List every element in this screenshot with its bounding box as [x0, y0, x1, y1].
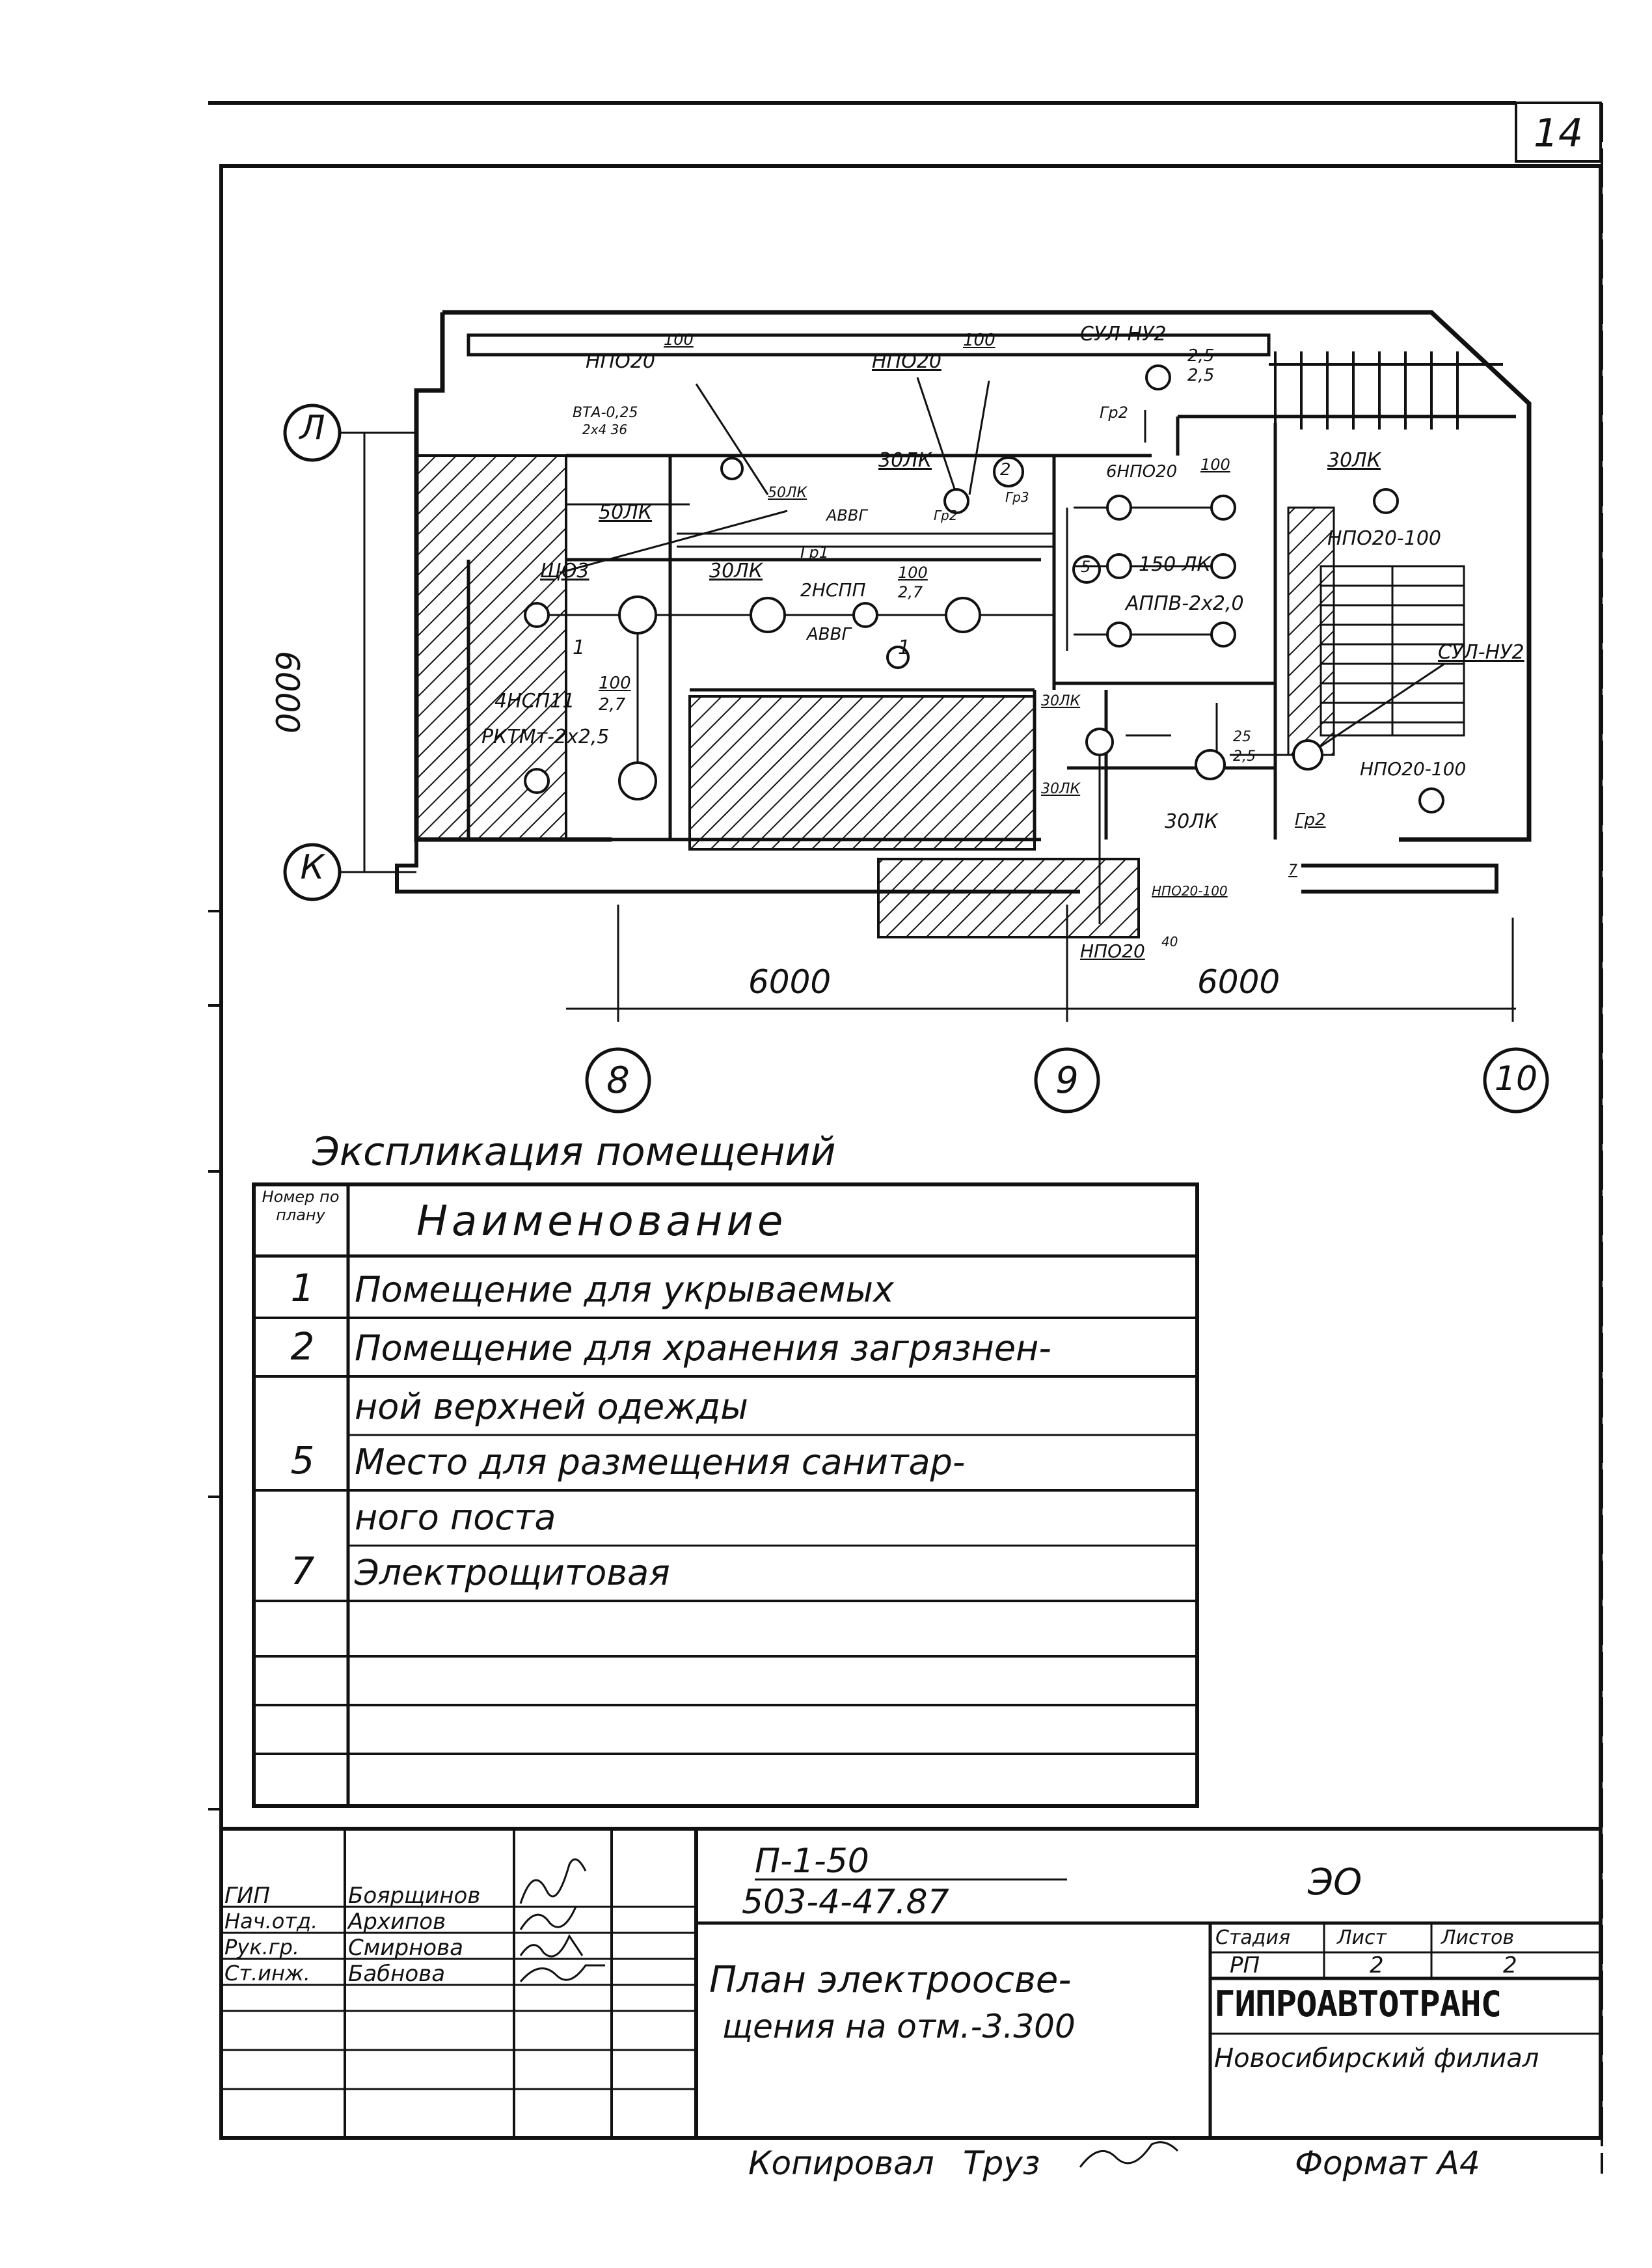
- row-name: ного поста: [355, 1497, 556, 1538]
- label-npo-a-frac: 100: [664, 331, 694, 349]
- role-head-dept: Нач.отд.: [224, 1909, 318, 1933]
- column-header-number: Номер по плану: [262, 1188, 340, 1224]
- label-chnsp: 4НСП11: [494, 690, 575, 713]
- copied-by-signature: Труз: [963, 2144, 1040, 2182]
- axis-label-9: 9: [1055, 1059, 1079, 1102]
- label-room-7: 7: [1288, 862, 1297, 879]
- label-room-2: 2: [1000, 460, 1011, 480]
- axis-label-10: 10: [1494, 1059, 1538, 1099]
- sheets-header: Листов: [1441, 1926, 1515, 1949]
- dimension-span-9-10: 6000: [1197, 963, 1280, 1001]
- label-avvg-b: АВВГ: [807, 625, 851, 644]
- drawing-title-line2: щения на отм.-3.300: [722, 2008, 1076, 2045]
- label-sul-top-den: 2,5: [1187, 366, 1215, 385]
- label-gr3: Гр3: [1005, 489, 1029, 505]
- label-npo-a: НПО20: [586, 350, 655, 373]
- label-30lk-c: 30ЛК: [709, 560, 763, 582]
- sheets-value: 2: [1503, 1952, 1517, 1978]
- doc-mark: ЭО: [1308, 1861, 1362, 1904]
- label-gr2-top: Гр2: [1100, 403, 1128, 422]
- label-50lk-mid: 50ЛК: [768, 485, 807, 501]
- role-gip: ГИП: [224, 1883, 270, 1909]
- name-head-dept: Архипов: [348, 1909, 446, 1935]
- label-rktm: РКТМт-2х2,5: [481, 726, 610, 748]
- label-30lk-a: 30ЛК: [878, 449, 932, 472]
- label-npo-bot: НПО20: [1080, 940, 1145, 962]
- name-group-lead: Смирнова: [348, 1935, 463, 1961]
- axis-label-8: 8: [606, 1059, 630, 1102]
- format-label: Формат А4: [1295, 2144, 1480, 2182]
- label-appv: АППВ-2х2,0: [1126, 592, 1244, 615]
- label-frac-25: 25: [1233, 729, 1251, 745]
- label-room-1b: 1: [898, 636, 911, 659]
- label-room-1a: 1: [573, 636, 586, 659]
- organization-branch: Новосибирский филиал: [1214, 2043, 1539, 2073]
- label-npo-c: 6НПО20: [1106, 462, 1178, 482]
- role-group-lead: Рук.гр.: [224, 1935, 300, 1960]
- label-30lk-d: 30ЛК: [1041, 693, 1081, 709]
- label-30lk-b: 30ЛК: [1327, 449, 1381, 472]
- organization-name: ГИПРОАВТОТРАНС: [1214, 1984, 1502, 2025]
- label-sul-top-num: 2,5: [1187, 346, 1215, 366]
- role-senior-eng: Ст.инж.: [224, 1961, 310, 1986]
- row-name: Помещение для укрываемых: [355, 1269, 894, 1310]
- label-50lk-left: 50ЛК: [599, 501, 653, 524]
- label-npo-right: НПО20-100: [1327, 527, 1441, 550]
- explication-title: Экспликация помещений: [312, 1129, 836, 1175]
- row-name: Помещение для хранения загрязнен-: [355, 1328, 1051, 1369]
- sheet-value: 2: [1370, 1952, 1384, 1978]
- label-npo-c-frac: 100: [1200, 456, 1230, 474]
- label-npo-small: НПО20-100: [1152, 883, 1228, 899]
- name-senior-eng: Бабнова: [348, 1961, 446, 1987]
- label-hksp-den: 2,7: [898, 583, 923, 601]
- label-chnsp-num: 100: [599, 674, 631, 693]
- row-name: Электрощитовая: [355, 1552, 670, 1593]
- label-npo-bot-frac: 40: [1161, 934, 1178, 950]
- label-vta: ВТА-0,25: [573, 405, 638, 421]
- label-vta-2: 2х4 36: [582, 422, 628, 437]
- label-30lk-e: 30ЛК: [1041, 781, 1081, 797]
- label-sul-top: СУЛ-НУ2: [1080, 323, 1167, 346]
- row-number: 5: [290, 1438, 315, 1482]
- row-number: 1: [290, 1266, 315, 1310]
- stage-header: Стадия: [1215, 1926, 1291, 1949]
- label-npo-b-frac: 100: [963, 331, 995, 350]
- label-gr2-mid: Гр2: [934, 508, 958, 523]
- axis-label-k: К: [300, 848, 325, 887]
- hatched-wall-center: [688, 695, 1036, 851]
- row-name: ной верхней одежды: [355, 1386, 748, 1427]
- label-frac-25b: 2,5: [1233, 748, 1256, 765]
- label-hksp: 2НСПП: [800, 579, 866, 601]
- dimension-span-8-9: 6000: [748, 963, 832, 1001]
- label-avvg-a: АВВГ: [826, 506, 867, 525]
- label-30lk-f: 30ЛК: [1165, 810, 1219, 833]
- column-header-name: Наименование: [416, 1197, 787, 1246]
- drawing-title-line1: План электроосве-: [709, 1959, 1072, 2001]
- axis-label-l: Л: [299, 409, 325, 448]
- label-gr2-bottom: Гр2: [1295, 810, 1326, 830]
- doc-code-1: П-1-50: [755, 1842, 869, 1881]
- label-room-5: 5: [1081, 558, 1091, 576]
- stage-value: РП: [1230, 1952, 1260, 1978]
- row-number: 7: [290, 1549, 315, 1593]
- copied-by-label: Копировал: [748, 2144, 934, 2182]
- label-shch3: ЩО3: [540, 560, 589, 582]
- floor-plan: [283, 310, 1549, 1114]
- label-chnsp-den: 2,7: [599, 695, 626, 715]
- label-gr1: Гр1: [800, 543, 829, 562]
- label-150lk: 150 ЛК: [1139, 553, 1211, 576]
- row-name: Место для размещения санитар-: [355, 1441, 966, 1482]
- sheet-number: 14: [1534, 111, 1583, 156]
- label-npo-bottom-right: НПО20-100: [1360, 758, 1467, 780]
- label-hksp-num: 100: [898, 564, 928, 582]
- sheet-header: Лист: [1337, 1926, 1387, 1949]
- label-npo-b: НПО20: [872, 350, 941, 373]
- label-sul-right: СУЛ-НУ2: [1438, 641, 1524, 664]
- name-gip: Боярщинов: [348, 1883, 481, 1909]
- doc-code-2: 503-4-47.87: [742, 1883, 949, 1922]
- row-number: 2: [290, 1324, 315, 1369]
